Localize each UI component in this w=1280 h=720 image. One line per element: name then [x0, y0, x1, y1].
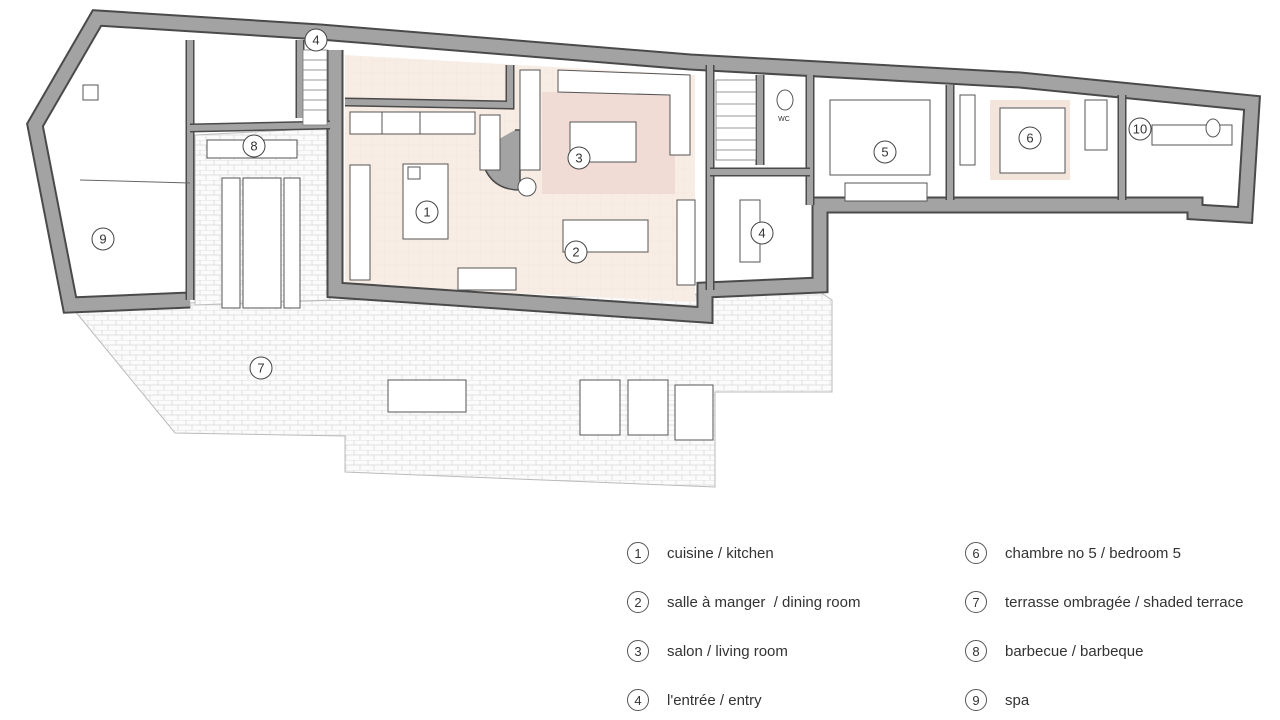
svg-text:10: 10 [1133, 122, 1147, 137]
svg-text:5: 5 [881, 145, 888, 160]
legend-item-3: 3 salon / living room [627, 640, 788, 662]
svg-text:6: 6 [1026, 131, 1033, 146]
room-label-2: 2 [564, 240, 588, 264]
legend-text: terrasse ombragée / shaded terrace [1005, 593, 1244, 611]
svg-text:4: 4 [312, 33, 319, 48]
svg-text:3: 3 [575, 151, 582, 166]
legend-number: 1 [627, 542, 649, 564]
legend-text: chambre no 5 / bedroom 5 [1005, 544, 1181, 562]
room-label-10: 10 [1128, 117, 1152, 141]
legend-item-2: 2 salle à manger / dining room [627, 591, 860, 613]
legend-text: salle à manger / dining room [667, 593, 861, 611]
legend-number: 8 [965, 640, 987, 662]
svg-text:9: 9 [99, 232, 106, 247]
legend-number: 6 [965, 542, 987, 564]
wc-label: WC [778, 116, 790, 123]
legend-number: 2 [627, 591, 649, 613]
room-label-8: 8 [242, 134, 266, 158]
legend-item-9: 9 spa [965, 689, 1029, 711]
room-label-4: 4 [750, 221, 774, 245]
stairs [302, 49, 757, 161]
room-label-9: 9 [91, 227, 115, 251]
svg-text:8: 8 [250, 139, 257, 154]
exterior-walls [26, 9, 1261, 325]
legend-item-6: 6 chambre no 5 / bedroom 5 [965, 542, 1181, 564]
legend-text: salon / living room [667, 642, 788, 660]
room-label-7: 7 [249, 356, 273, 380]
legend-text: barbecue / barbeque [1005, 642, 1144, 660]
legend-text: cuisine / kitchen [667, 544, 774, 562]
svg-text:1: 1 [423, 205, 430, 220]
room-label-1: 1 [415, 200, 439, 224]
svg-text:4: 4 [758, 226, 765, 241]
room-label-6: 6 [1018, 126, 1042, 150]
legend-item-4: 4 l'entrée / entry [627, 689, 762, 711]
room-label-3: 3 [567, 146, 591, 170]
legend-text: l'entrée / entry [667, 691, 762, 709]
room-label-5: 5 [873, 140, 897, 164]
legend-item-1: 1 cuisine / kitchen [627, 542, 774, 564]
svg-text:7: 7 [257, 361, 264, 376]
legend-text: spa [1005, 691, 1030, 709]
floor-plan: WC 1 2 3 4 5 6 7 8 9 10 4 [26, 9, 1261, 488]
svg-text:2: 2 [572, 245, 579, 260]
furniture [82, 69, 1233, 441]
legend-number: 3 [627, 640, 649, 662]
legend-number: 7 [965, 591, 987, 613]
legend-number: 4 [627, 689, 649, 711]
legend-item-7: 7 terrasse ombragée / shaded terrace [965, 591, 1243, 613]
legend-item-8: 8 barbecue / barbeque [965, 640, 1143, 662]
legend-number: 9 [965, 689, 987, 711]
room-label-4-top: 4 [304, 28, 328, 52]
